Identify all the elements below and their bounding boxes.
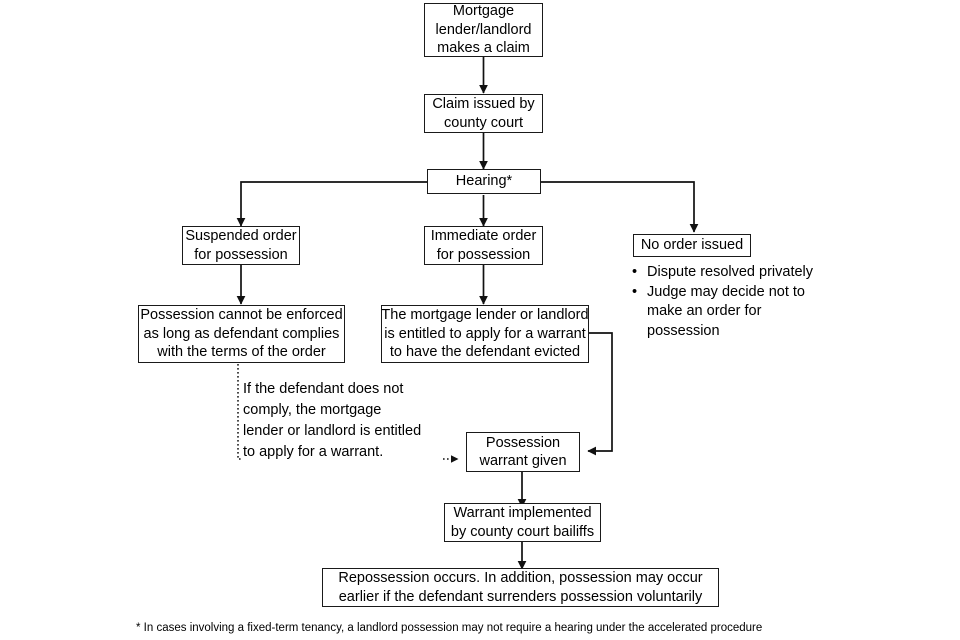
node-claim-made-line-3: makes a claim xyxy=(437,40,530,57)
dotted-path-note-line-3: lender or landlord is entitled xyxy=(243,423,422,439)
node-entitled-to-warrant-line-3: to have the defendant evicted xyxy=(389,344,581,361)
node-entitled-to-warrant: The mortgage lender or landlord is entit… xyxy=(381,305,589,363)
dotted-path-note-line-1: If the defendant does not xyxy=(243,381,404,397)
node-possession-warrant-given: Possession warrant given xyxy=(466,432,580,472)
dotted-path-note: If the defendant does not comply, the mo… xyxy=(243,379,443,463)
node-immediate-order-line-1: Immediate order xyxy=(430,228,537,244)
node-suspended-order: Suspended order for possession xyxy=(182,226,300,265)
bullet-icon: • xyxy=(632,283,638,300)
node-no-order-issued: No order issued xyxy=(633,234,751,257)
edge-hearing-to-no-order xyxy=(541,181,699,233)
footnote-text: * In cases involving a fixed-term tenanc… xyxy=(136,622,763,634)
node-possession-not-enforced-line-2: as long as defendant complies xyxy=(143,325,340,342)
node-entitled-to-warrant-line-1: The mortgage lender or landlord xyxy=(381,307,589,324)
bullet-icon: • xyxy=(632,264,638,280)
node-possession-warrant-given-line-2: warrant given xyxy=(479,453,567,469)
node-possession-not-enforced: Possession cannot be enforced as long as… xyxy=(138,305,345,363)
node-possession-not-enforced-line-1: Possession cannot be enforced xyxy=(140,307,343,324)
node-warrant-implemented-line-1: Warrant implemented xyxy=(453,505,592,521)
node-suspended-order-line-2: for possession xyxy=(194,246,288,263)
node-hearing-label: Hearing* xyxy=(455,173,513,190)
node-immediate-order-line-2: for possession xyxy=(436,246,531,263)
node-hearing: Hearing* xyxy=(427,169,541,194)
node-warrant-implemented: Warrant implemented by county court bail… xyxy=(444,503,601,542)
bullet-2-line-1: Judge may decide not to xyxy=(647,283,805,300)
node-repossession-occurs: Repossession occurs. In addition, posses… xyxy=(322,568,719,607)
node-possession-not-enforced-line-3: with the terms of the order xyxy=(157,344,326,361)
bullet-1-line-1: Dispute resolved privately xyxy=(647,264,814,280)
list-item: • Judge may decide not to make an order … xyxy=(631,283,831,342)
node-suspended-order-line-1: Suspended order xyxy=(185,228,297,244)
node-claim-made: Mortgage lender/landlord makes a claim xyxy=(424,3,543,57)
edge-hearing-to-suspended-order xyxy=(236,181,427,227)
dotted-path-note-line-4: to apply for a warrant. xyxy=(243,444,384,460)
no-order-bullet-list: • Dispute resolved privately • Judge may… xyxy=(631,263,831,341)
bullet-2-line-2: make an order for xyxy=(647,303,762,319)
node-warrant-implemented-line-2: by county court bailiffs xyxy=(450,523,595,540)
node-claim-issued: Claim issued by county court xyxy=(424,94,543,133)
node-repossession-occurs-line-1: Repossession occurs. In addition, posses… xyxy=(338,570,703,586)
node-claim-issued-line-2: county court xyxy=(444,114,523,131)
bullet-2-line-3: possession xyxy=(647,322,720,339)
node-no-order-issued-label: No order issued xyxy=(640,237,744,254)
node-claim-made-line-1: Mortgage xyxy=(452,3,515,20)
node-claim-issued-line-1: Claim issued by xyxy=(432,96,535,112)
node-entitled-to-warrant-line-2: is entitled to apply for a warrant xyxy=(384,325,586,342)
node-repossession-occurs-line-2: earlier if the defendant surrenders poss… xyxy=(338,588,703,605)
dotted-path-note-line-2: comply, the mortgage xyxy=(243,402,382,418)
edge-entitled-to-warrant-given xyxy=(587,332,613,456)
list-item: • Dispute resolved privately xyxy=(631,263,831,283)
node-immediate-order: Immediate order for possession xyxy=(424,226,543,265)
node-claim-made-line-2: lender/landlord xyxy=(435,21,532,38)
node-possession-warrant-given-line-1: Possession xyxy=(485,434,561,451)
